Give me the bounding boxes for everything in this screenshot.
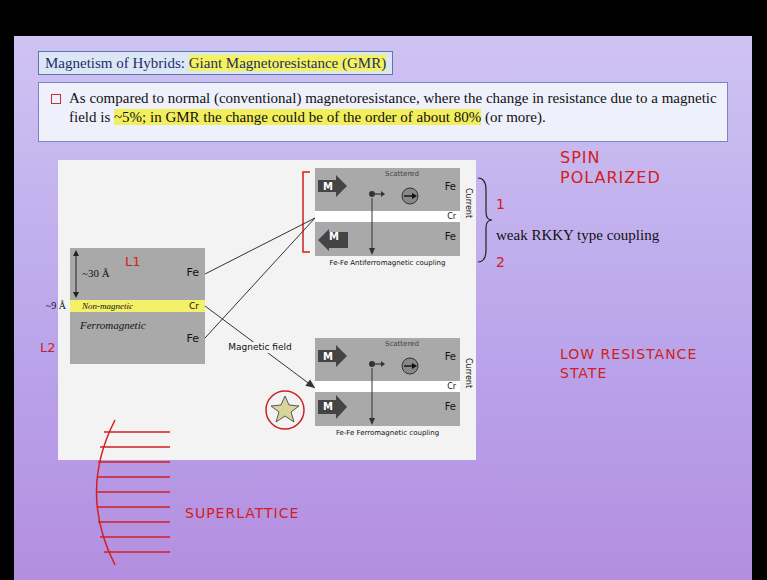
fe-layer: M Fe (315, 392, 460, 426)
annotation-circle (266, 391, 304, 429)
connector-line (205, 306, 315, 388)
annotation-text: LOW RESISTANCE STATE (560, 345, 720, 383)
annotation-text: SUPERLATTICE (185, 505, 299, 522)
node-text: Fe (187, 266, 200, 280)
slide-panel (14, 36, 752, 580)
superlattice-line (98, 521, 170, 522)
node-text: ~9 Å (46, 299, 66, 313)
title-box: Magnetism of Hybrids: Giant Magnetoresis… (38, 51, 393, 75)
node-text: Scattered (385, 340, 419, 349)
callout-number: 1 (496, 196, 505, 212)
cr-layer: Cr (315, 382, 460, 392)
superlattice-line (100, 536, 170, 537)
dimension-head (73, 292, 79, 298)
dimension-line (76, 252, 77, 296)
callout-number: L2 (40, 340, 56, 355)
node-text: Fe (445, 351, 456, 363)
spin-arrow-head (381, 361, 385, 367)
electron-dot (369, 191, 375, 197)
node-text: ~30 Å (82, 266, 110, 280)
fe-layer: M ScatteredFe (315, 168, 460, 210)
fe-layer (315, 338, 460, 426)
fe-layer (315, 168, 460, 256)
layer-stack: Fe-Fe Antiferromagnetic coupling M Scatter… (315, 168, 460, 268)
callout-number: L1 (125, 254, 141, 269)
coupling-label: weak RKKY type coupling (496, 226, 659, 244)
node-text: Ferromagnetic (80, 318, 146, 332)
figure-panel (58, 160, 476, 460)
superlattice-line (97, 476, 170, 477)
text-box: As compared to normal (conventional) mag… (38, 82, 728, 142)
magnetization-arrow (318, 395, 347, 419)
fe-layer: FerromagneticFe (70, 312, 205, 364)
node-text: Fe-Fe Ferromagnetic coupling (315, 428, 460, 438)
annotation-bracket (303, 172, 310, 252)
current-arrow-head (369, 418, 375, 425)
spin-arrow (404, 195, 413, 196)
node-text: Scattered (385, 170, 419, 179)
node-text: Non-magnetic (82, 300, 133, 312)
brace (478, 178, 492, 262)
fe-layer (70, 248, 205, 300)
annotation-text: SPIN POLARIZED (560, 148, 680, 188)
cr-layer (315, 211, 460, 222)
node-text: M (323, 181, 333, 193)
superlattice-line (104, 431, 170, 432)
axis-label: Current (463, 358, 473, 388)
connector-line (205, 218, 315, 338)
node-text: Fe (187, 332, 200, 346)
spin-arrow (404, 365, 413, 366)
electron-dot (369, 361, 375, 367)
connector-line (205, 218, 315, 274)
node-text: As compared to normal (conventional) mag… (69, 89, 717, 127)
layer-stack: Fe-Fe Ferromagnetic coupling M ScatteredFe… (315, 338, 460, 438)
node-text: M (323, 351, 333, 363)
superlattice-line (97, 491, 170, 492)
node-text: Fe (445, 181, 456, 193)
scattered-electron (402, 188, 418, 204)
cr-layer (315, 381, 460, 392)
callout-number: 2 (496, 254, 505, 270)
node-text: Fe (445, 231, 456, 243)
field-symbol (271, 396, 299, 422)
edge-label: Magnetic field (226, 342, 294, 353)
node-text: M (323, 401, 333, 413)
superlattice-line (100, 446, 170, 447)
superlattice-line (97, 506, 170, 507)
scattered-electron (402, 358, 418, 374)
spin-arrow (375, 363, 382, 364)
superlattice-line (104, 551, 170, 552)
bullet-icon (51, 94, 61, 104)
fe-layer: M ScatteredFe (315, 338, 460, 380)
arrow-head (305, 379, 315, 388)
node-text: Fe-Fe Antiferromagnetic coupling (315, 258, 460, 268)
node-text: Fe (445, 401, 456, 413)
superlattice-line (98, 461, 170, 462)
current-path (372, 368, 373, 419)
magnetization-arrow (318, 345, 347, 367)
cr-layer: Cr (315, 212, 460, 222)
slide-title: Magnetism of Hybrids: Giant Magnetoresis… (45, 53, 386, 73)
node-text: Cr (189, 300, 199, 312)
node-text: Cr (447, 382, 456, 392)
dimension-head (73, 250, 79, 256)
node-text: Cr (447, 212, 456, 222)
axis-label: Current (463, 188, 473, 218)
cr-layer: ~9 ÅNon-magneticCr (70, 300, 205, 312)
spin-arrow-head (412, 193, 417, 199)
cr-layer (70, 300, 205, 312)
fe-layer: M Fe (315, 222, 460, 256)
magnetization-arrow (318, 229, 348, 251)
spin-arrow (375, 193, 382, 194)
current-path (372, 198, 373, 249)
fe-layer (70, 312, 205, 364)
current-arrow-head (369, 248, 375, 255)
node-text: M (329, 231, 339, 243)
magnetization-arrow (318, 175, 347, 197)
spin-arrow-head (412, 363, 417, 369)
spin-arrow-head (381, 191, 385, 197)
